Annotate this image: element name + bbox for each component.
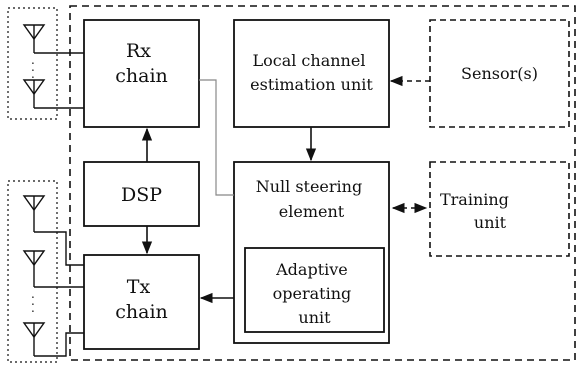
tx-chain-block: Tx chain bbox=[83, 254, 200, 350]
adaptive-operating-block: Adaptive operating unit bbox=[244, 247, 385, 333]
device-boundary bbox=[69, 5, 576, 361]
training-unit-label: Training unit bbox=[440, 190, 514, 232]
rx-antenna-ellipsis: . . . bbox=[31, 53, 39, 81]
rx-to-null-steering-line bbox=[199, 79, 234, 196]
training-unit-block: Training unit bbox=[429, 161, 570, 257]
rx-antenna-icon bbox=[22, 79, 84, 109]
tx-chain-label: Tx chain bbox=[115, 276, 168, 323]
tx-antenna-icon bbox=[22, 322, 84, 357]
rx-antenna-array: . . . bbox=[7, 7, 84, 120]
sensors-label: Sensor(s) bbox=[461, 64, 538, 83]
dsp-block: DSP bbox=[83, 161, 200, 227]
rx-chain-block: Rx chain bbox=[83, 19, 200, 128]
rx-antenna-icon bbox=[22, 24, 84, 54]
local-channel-estimation-label: Local channel estimation unit bbox=[250, 51, 373, 94]
rx-chain-label: Rx chain bbox=[115, 40, 168, 87]
tx-antenna-icon bbox=[22, 250, 84, 288]
local-channel-estimation-block: Local channel estimation unit bbox=[233, 19, 390, 128]
tx-antenna-ellipsis: . . . bbox=[31, 287, 39, 315]
sensors-block: Sensor(s) bbox=[429, 19, 570, 128]
null-steering-label: Null steering element bbox=[256, 177, 368, 221]
dsp-label: DSP bbox=[121, 184, 162, 206]
adaptive-operating-label: Adaptive operating unit bbox=[273, 260, 357, 327]
tx-antenna-icon bbox=[22, 195, 84, 266]
tx-antenna-array: . . . bbox=[7, 180, 84, 363]
